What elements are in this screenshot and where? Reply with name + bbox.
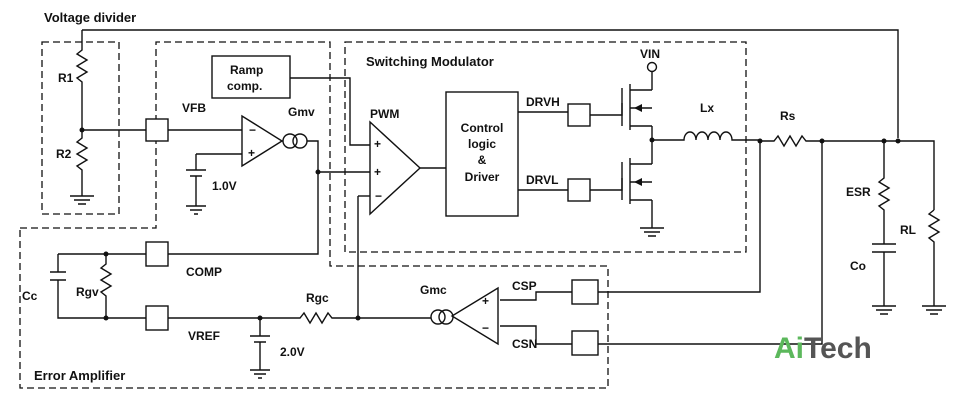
error-amplifier-label: Error Amplifier (34, 368, 125, 383)
capacitor-co (872, 243, 896, 315)
logo-suffix: Tech (804, 332, 872, 365)
capacitor-cc (50, 254, 106, 319)
r2-label: R2 (56, 147, 72, 161)
voltage-divider-box (41, 41, 120, 215)
resistor-r1 (75, 30, 89, 130)
wire-gates (590, 103, 623, 191)
control-label-2: logic (468, 137, 496, 151)
ground-low-side (640, 227, 664, 237)
wire-output-load (898, 140, 935, 210)
r1-label: R1 (58, 71, 74, 85)
rs-label: Rs (780, 109, 796, 123)
gmc-current-source-b (438, 309, 454, 325)
csn-label: CSN (512, 337, 537, 351)
csn-pin (571, 330, 599, 356)
high-side-mosfet (621, 72, 653, 138)
comp-label: COMP (186, 265, 222, 279)
gmv-label: Gmv (288, 105, 315, 119)
wire-csp-sense (598, 141, 761, 293)
resistor-rgc (168, 311, 358, 325)
resistor-esr (877, 141, 891, 244)
drvh-label: DRVH (526, 95, 560, 109)
pwm-plus-2: + (374, 165, 381, 179)
control-label-3: & (478, 153, 487, 167)
switching-modulator-label: Switching Modulator (366, 54, 494, 69)
resistor-rgv (99, 254, 113, 318)
csp-label: CSP (512, 279, 537, 293)
gmv-minus: − (249, 123, 256, 137)
rgv-label: Rgv (76, 285, 99, 299)
ref1-label: 1.0V (212, 179, 237, 193)
gmc-current-source-a (430, 309, 446, 325)
vin-terminal (646, 61, 658, 73)
resistor-rl (922, 209, 946, 315)
vfb-pin (145, 118, 169, 142)
gmc-amplifier (450, 286, 499, 346)
low-side-arrow (634, 178, 642, 186)
vref-pin (145, 305, 169, 331)
wire-gmv-comp (168, 140, 319, 255)
resistor-rs (760, 134, 898, 148)
rl-label: RL (900, 223, 916, 237)
control-label-1: Control (461, 121, 504, 135)
pwm-comparator (369, 120, 422, 216)
control-label-4: Driver (465, 170, 500, 184)
control-logic-block (445, 91, 519, 217)
pwm-minus: − (375, 189, 382, 203)
wire-csn-sense (598, 141, 823, 345)
ref-2v-source (250, 318, 270, 379)
wire-gmc-inputs (500, 291, 572, 345)
logo-prefix: Ai (774, 332, 804, 365)
gmc-minus: − (482, 321, 489, 335)
ramp-label-1: Ramp (230, 63, 263, 77)
ground-divider (70, 190, 94, 205)
gmc-label: Gmc (420, 283, 447, 297)
drvl-label: DRVL (526, 173, 558, 187)
csp-pin (571, 279, 599, 305)
ref-1v-source (186, 154, 206, 215)
voltage-divider-label: Voltage divider (44, 10, 136, 25)
vin-label: VIN (640, 47, 660, 61)
wire-ramp-pwm (290, 77, 374, 146)
vfb-label: VFB (182, 101, 206, 115)
ramp-label-2: comp. (227, 79, 262, 93)
ref2-label: 2.0V (280, 345, 305, 359)
error-amplifier-box (19, 41, 609, 389)
gmv-amplifier (241, 114, 284, 168)
high-side-arrow (634, 104, 642, 112)
ramp-comp-block (211, 55, 291, 99)
lx-label: Lx (700, 101, 714, 115)
rgc-label: Rgc (306, 291, 329, 305)
resistor-r2 (75, 130, 89, 190)
esr-label: ESR (846, 185, 871, 199)
pwm-label: PWM (370, 107, 399, 121)
drvl-pin (567, 178, 591, 202)
gmv-plus: + (248, 146, 255, 160)
feedback-top-wire (82, 29, 899, 138)
vref-label: VREF (188, 329, 220, 343)
co-label: Co (850, 259, 866, 273)
cc-label: Cc (22, 289, 38, 303)
aitech-logo: AiTech (774, 332, 872, 365)
pwm-plus-1: + (374, 137, 381, 151)
comp-pin (145, 241, 169, 267)
switching-modulator-box (344, 41, 747, 253)
drvh-pin (567, 103, 591, 127)
low-side-mosfet (621, 148, 653, 228)
gmv-current-source-b (292, 133, 308, 149)
inductor-lx (652, 131, 760, 141)
gmc-plus: + (482, 294, 489, 308)
